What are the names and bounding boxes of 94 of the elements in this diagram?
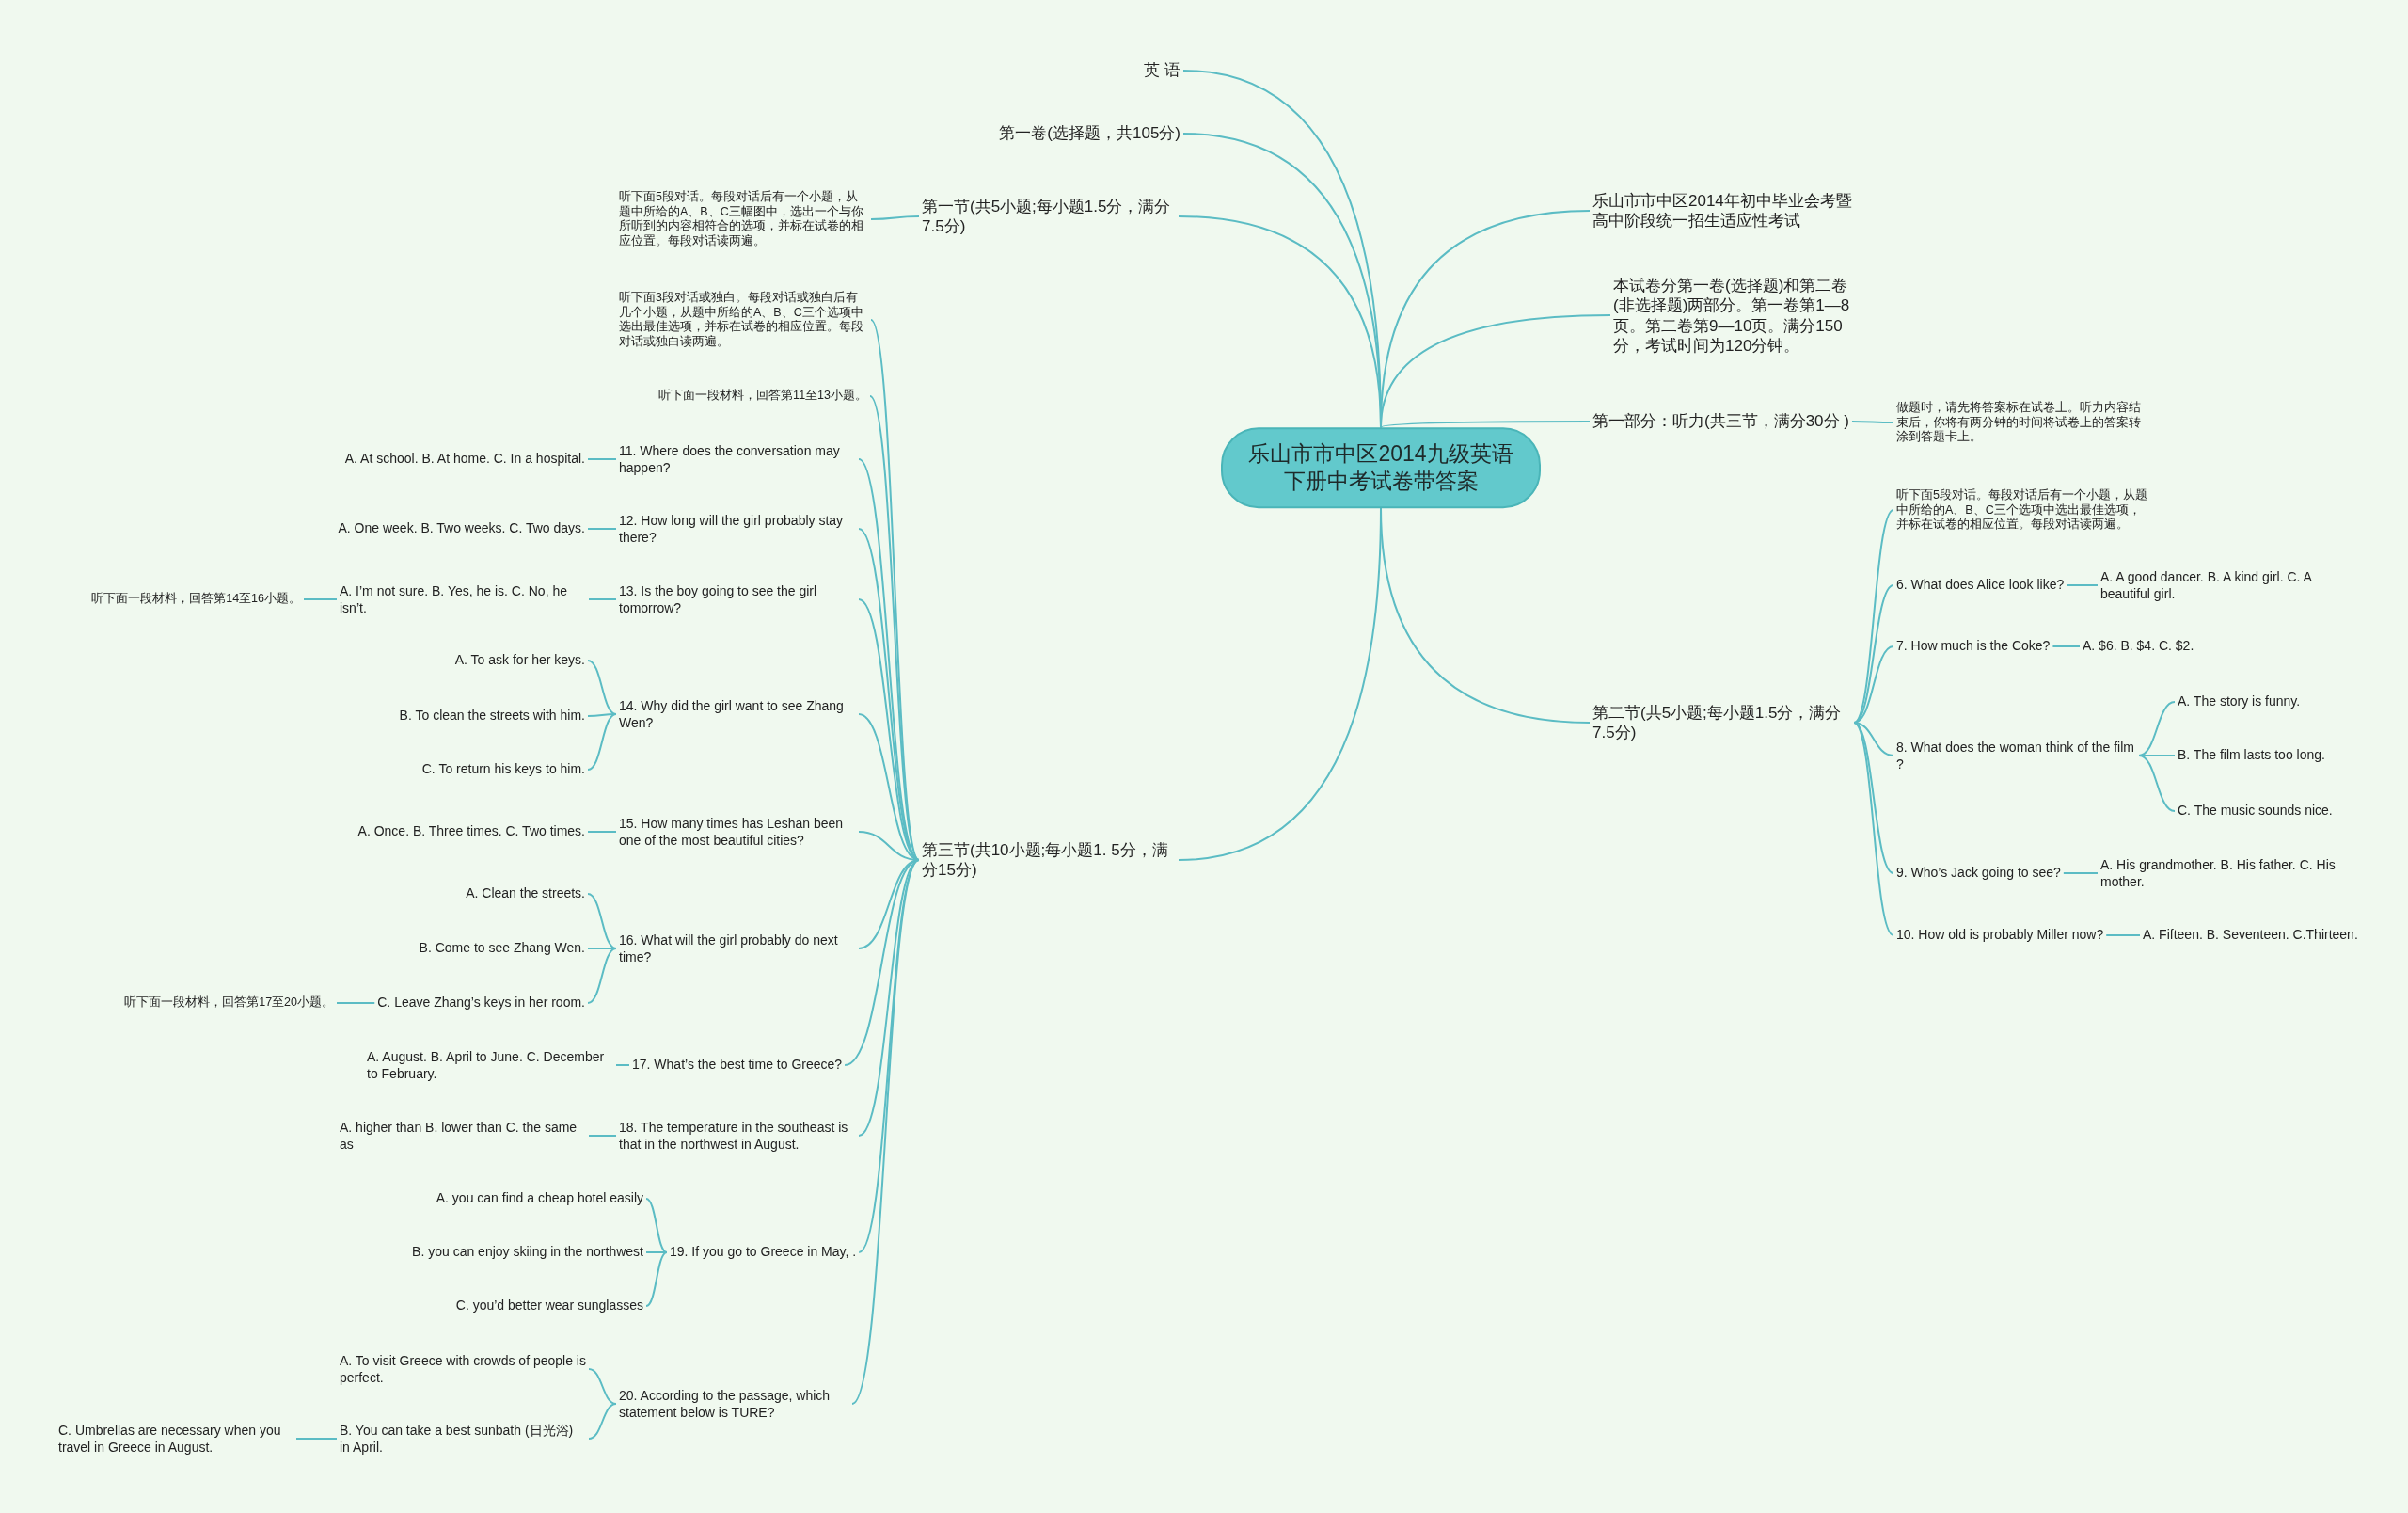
subtopic-text: B. you can enjoy skiing in the northwest — [412, 1244, 643, 1261]
connector — [2105, 934, 2141, 936]
connector — [1853, 722, 1894, 756]
subtopic-text: A. To ask for her keys. — [454, 652, 585, 669]
subtopic-text: B. You can take a best sunbath (日光浴) in April. — [340, 1422, 586, 1456]
subtopic-text: B. To clean the streets with him. — [399, 708, 585, 725]
connector — [858, 598, 920, 861]
connector — [588, 1403, 617, 1440]
connector — [645, 1251, 668, 1253]
connector — [2066, 584, 2099, 586]
connector — [1853, 722, 1894, 936]
branch-topic: 英 语 — [1144, 60, 1180, 81]
subtopic-text: 18. The temperature in the southeast is that in the northwest in August. — [619, 1119, 856, 1153]
subtopic-text: 11. Where does the conversation may happen? — [619, 442, 856, 476]
connector — [2052, 645, 2081, 647]
connector — [844, 859, 920, 1066]
connector — [303, 598, 338, 600]
connector — [587, 458, 617, 460]
subtopic-text: A. To visit Greece with crowds of people is perfect. — [340, 1352, 586, 1386]
connector — [587, 528, 617, 530]
subtopic-text: C. To return his keys to him. — [421, 761, 585, 778]
subtopic-text: 8. What does the woman think of the film ? — [1896, 739, 2136, 772]
connector — [615, 1064, 630, 1066]
connector — [588, 598, 617, 600]
connector — [587, 660, 617, 715]
connector — [587, 713, 617, 771]
subtopic-text: C. Leave Zhang’s keys in her room. — [377, 995, 585, 1011]
connector — [1380, 421, 1591, 429]
branch-topic: 第一卷(选择题，共105分) — [999, 123, 1180, 144]
connector — [1853, 509, 1894, 724]
subtopic-text: 6. What does Alice look like? — [1896, 577, 2065, 594]
connector — [2062, 872, 2099, 874]
subtopic-text: 16. What will the girl probably do next time? — [619, 932, 856, 965]
connector — [588, 1368, 617, 1405]
subtopic-text: 12. How long will the girl probably stay there? — [619, 512, 856, 546]
instruction-note: 听下面3段对话或独白。每段对话或独白后有几个小题，从题中所给的A、B、C三个选项中选出最佳选项，并标在试卷的相应位置。每段对话或独白读两遍。 — [619, 290, 868, 350]
subtopic-text: A. One week. B. Two weeks. C. Two days. — [338, 520, 585, 537]
connector — [587, 831, 617, 833]
connector — [858, 528, 920, 861]
connector — [587, 948, 617, 949]
connector — [870, 215, 920, 220]
subtopic-text: 7. How much is the Coke? — [1896, 638, 2051, 655]
subtopic-text: 19. If you go to Greece in May, . — [670, 1244, 857, 1261]
subtopic-text: C. you’d better wear sunglasses — [455, 1298, 643, 1314]
connector — [645, 1251, 668, 1307]
subtopic-text: 9. Who’s Jack going to see? — [1896, 865, 2061, 882]
branch-topic: 本试卷分第一卷(选择题)和第二卷(非选择题)两部分。第一卷第1—8页。第二卷第9—10页。满分150分，考试时间为120分钟。 — [1613, 275, 1862, 356]
connector — [851, 859, 920, 1405]
subtopic-text: A. Fifteen. B. Seventeen. C.Thirteen. — [2143, 927, 2358, 944]
connector — [587, 713, 617, 717]
subtopic-text: A. A good dancer. B. A kind girl. C. A beautiful girl. — [2100, 568, 2336, 602]
subtopic-text: 17. What’s the best time to Greece? — [632, 1057, 843, 1074]
subtopic-text: A. higher than B. lower than C. the same as — [340, 1119, 586, 1153]
connector — [587, 948, 617, 1004]
subtopic-text: A. $6. B. $4. C. $2. — [2083, 638, 2194, 655]
connector — [1380, 314, 1611, 429]
subtopic-text: A. The story is funny. — [2178, 693, 2301, 710]
connector — [1853, 645, 1894, 724]
connector — [588, 1135, 617, 1137]
instruction-note: 听下面一段材料，回答第17至20小题。 — [124, 995, 334, 1011]
subtopic-text: A. Once. B. Three times. C. Two times. — [357, 823, 585, 840]
branch-topic: 第一部分：听力(共三节，满分30分 ) — [1592, 411, 1849, 432]
subtopic-text: A. His grandmother. B. His father. C. His mother. — [2100, 856, 2350, 890]
subtopic-text: C. The music sounds nice. — [2178, 803, 2333, 820]
central-topic: 乐山市市中区2014九级英语下册中考试卷带答案 — [1221, 427, 1541, 508]
instruction-note: 听下面一段材料，回答第14至16小题。 — [91, 592, 301, 607]
subtopic-text: C. Umbrellas are necessary when you travel in Greece in August. — [58, 1422, 293, 1456]
subtopic-text: 14. Why did the girl want to see Zhang Wen? — [619, 697, 856, 731]
instruction-note: 听下面5段对话。每段对话后有一个小题，从题中所给的A、B、C三个选项中选出最佳选项，并标在试卷的相应位置。每段对话读两遍。 — [1896, 487, 2150, 533]
instruction-note: 做题时，请先将答案标在试卷上。听力内容结束后，你将有两分钟的时间将试卷上的答案转涂到答题卡上。 — [1896, 400, 2150, 445]
branch-topic: 第三节(共10小题;每小题1. 5分，满分15分) — [922, 839, 1176, 881]
instruction-note: 听下面5段对话。每段对话后有一个小题，从题中所给的A、B、C三幅图中，选出一个与你所听到的内容相符合的选项，并标在试卷的相应位置。每段对话读两遍。 — [619, 189, 868, 249]
subtopic-text: B. Come to see Zhang Wen. — [419, 940, 585, 957]
subtopic-text: A. Clean the streets. — [466, 885, 585, 902]
branch-topic: 第一节(共5小题;每小题1.5分，满分7.5分) — [922, 196, 1176, 237]
connector — [295, 1438, 338, 1440]
connector — [645, 1198, 668, 1253]
branch-topic: 第二节(共5小题;每小题1.5分，满分7.5分) — [1592, 702, 1851, 743]
instruction-note: 听下面一段材料，回答第11至13小题。 — [658, 389, 867, 404]
subtopic-text: A. you can find a cheap hotel easily — [436, 1190, 643, 1207]
subtopic-text: B. The film lasts too long. — [2178, 747, 2325, 764]
subtopic-text: A. At school. B. At home. C. In a hospital. — [344, 451, 585, 468]
subtopic-text: 20. According to the passage, which statement below is TURE? — [619, 1387, 849, 1421]
subtopic-text: A. August. B. April to June. C. December to February. — [367, 1048, 613, 1082]
branch-topic: 乐山市市中区2014年初中毕业会考暨高中阶段统一招生适应性考试 — [1592, 190, 1861, 231]
subtopic-text: 10. How old is probably Miller now? — [1896, 927, 2104, 944]
connector — [2138, 755, 2176, 812]
subtopic-text: 15. How many times has Leshan been one of the most beautiful cities? — [619, 815, 856, 849]
connector — [1850, 421, 1894, 423]
connector — [869, 395, 920, 861]
subtopic-text: 13. Is the boy going to see the girl tomorrow? — [619, 582, 856, 616]
connector — [587, 893, 617, 949]
subtopic-text: A. I’m not sure. B. Yes, he is. C. No, he isn’t. — [340, 582, 586, 616]
connector — [336, 1002, 376, 1004]
